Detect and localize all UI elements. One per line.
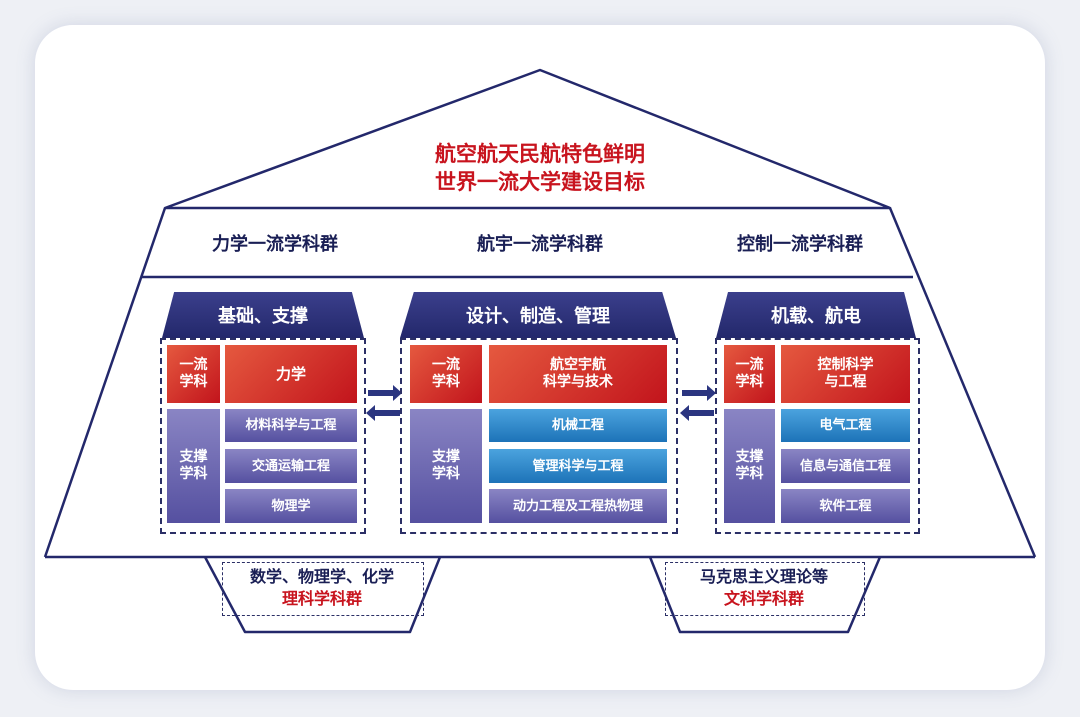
arrow-left-icon (366, 405, 400, 421)
support-subject: 信息与通信工程 (781, 449, 910, 483)
band-mechanics: 力学一流学科群 (212, 234, 338, 255)
column-header-avionics: 机载、航电 (716, 292, 916, 338)
band-aerospace: 航宇一流学科群 (477, 234, 603, 255)
foot-science-line1: 数学、物理学、化学 (249, 567, 394, 586)
foot-science: 数学、物理学、化学 理科学科群 (222, 566, 422, 610)
column-header-design: 设计、制造、管理 (400, 292, 676, 338)
foot-humanities-line1: 马克思主义理论等 (699, 567, 828, 586)
support-subject: 软件工程 (781, 489, 910, 523)
foot-box-humanities (665, 562, 865, 616)
first-class-label: 一流 学科 (167, 345, 220, 403)
support-subject: 材料科学与工程 (225, 409, 357, 442)
column-box-foundation (160, 338, 366, 534)
support-label: 支撑 学科 (724, 409, 775, 523)
column-header-foundation: 基础、支撑 (162, 292, 364, 338)
support-subject: 物理学 (225, 489, 357, 523)
goal-title-line2: 世界一流大学建设目标 (435, 170, 645, 194)
foot-humanities: 马克思主义理论等 文科学科群 (665, 566, 863, 610)
first-class-label: 一流 学科 (724, 345, 775, 403)
first-class-subject: 航空宇航 科学与技术 (489, 345, 667, 403)
support-subject: 电气工程 (781, 409, 910, 442)
support-subject: 交通运输工程 (225, 449, 357, 483)
support-subject: 管理科学与工程 (489, 449, 667, 483)
first-class-subject: 控制科学 与工程 (781, 345, 910, 403)
support-subject: 动力工程及工程热物理 (489, 489, 667, 523)
first-class-subject: 力学 (225, 345, 357, 403)
column-box-design (400, 338, 678, 534)
arrow-left-icon (680, 405, 714, 421)
support-label: 支撑 学科 (410, 409, 482, 523)
arrow-right-icon (682, 385, 716, 401)
first-class-label: 一流 学科 (410, 345, 482, 403)
band-control: 控制一流学科群 (737, 234, 863, 255)
foot-box-science (222, 562, 424, 616)
foot-science-line2: 理科学科群 (281, 589, 362, 608)
support-label: 支撑 学科 (167, 409, 220, 523)
goal-title-line1: 航空航天民航特色鲜明 (435, 142, 645, 166)
support-subject: 机械工程 (489, 409, 667, 442)
foot-humanities-line2: 文科学科群 (723, 589, 804, 608)
column-box-avionics (715, 338, 920, 534)
arrow-right-icon (368, 385, 402, 401)
